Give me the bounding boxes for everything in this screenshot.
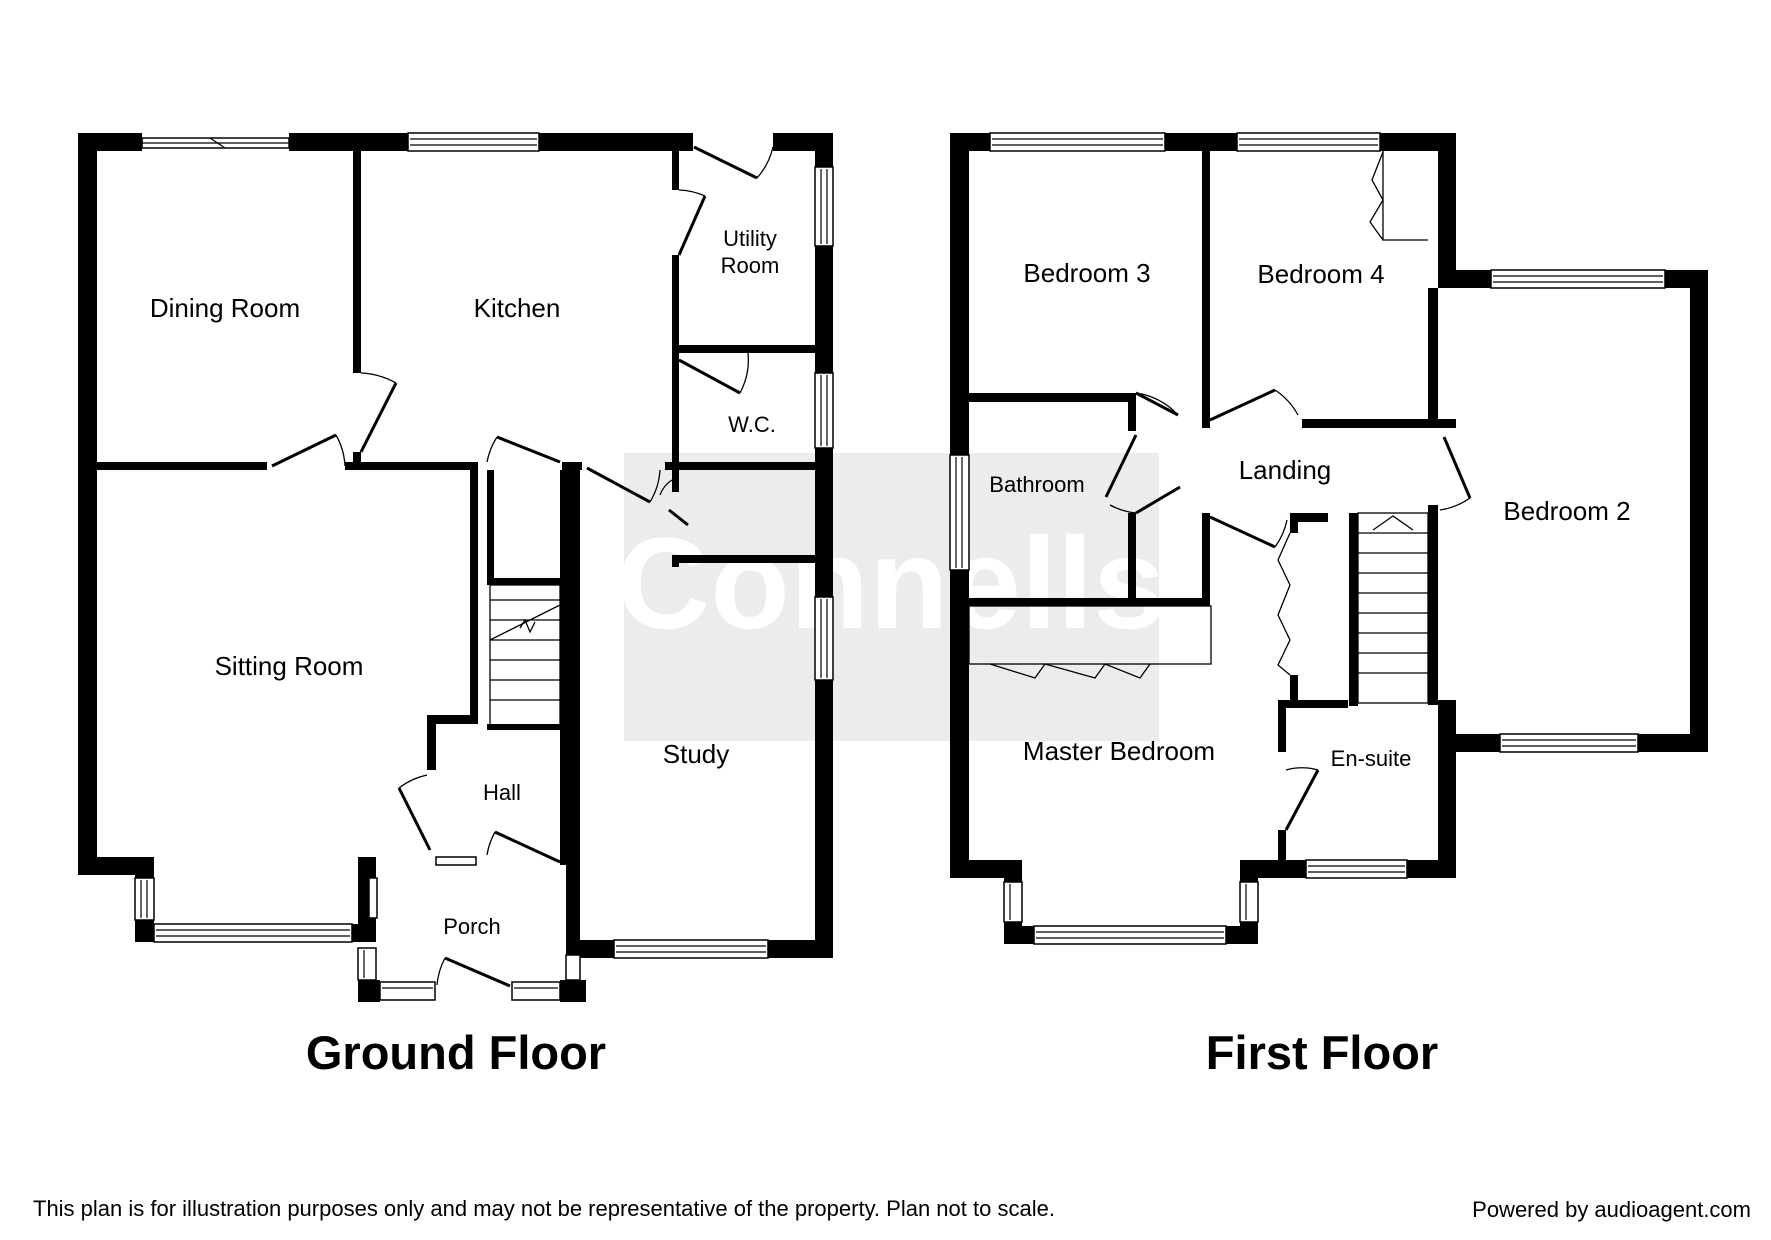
ground-floor-stairs <box>489 584 561 726</box>
room-label-landing: Landing <box>1239 455 1332 485</box>
powered-by-credit: Powered by audioagent.com <box>1472 1197 1751 1222</box>
first-floor-plan: Bedroom 3 Bedroom 4 Bedroom 2 Bathroom L… <box>949 132 1708 1079</box>
first-floor-labels: Bedroom 3 Bedroom 4 Bedroom 2 Bathroom L… <box>989 258 1630 771</box>
ground-floor-title: Ground Floor <box>306 1026 606 1079</box>
watermark-text: Connells <box>617 510 1166 656</box>
first-floor-windows <box>949 132 1666 945</box>
room-label-kitchen: Kitchen <box>474 293 561 323</box>
room-label-porch: Porch <box>443 914 500 939</box>
ground-floor-labels: Dining Room Kitchen Utility Room W.C. Si… <box>150 226 779 939</box>
room-label-bedroom-2: Bedroom 2 <box>1503 496 1630 526</box>
room-label-utility-room-line1: Utility <box>723 226 777 251</box>
ground-floor-plan: Dining Room Kitchen Utility Room W.C. Si… <box>78 132 834 1079</box>
watermark: Connells <box>617 453 1166 741</box>
room-label-study: Study <box>663 739 730 769</box>
first-floor-doors <box>968 150 1472 831</box>
room-label-hall: Hall <box>483 780 521 805</box>
room-label-bedroom-3: Bedroom 3 <box>1023 258 1150 288</box>
ground-floor-walls <box>78 133 833 1002</box>
room-label-sitting-room: Sitting Room <box>215 651 364 681</box>
ground-floor-windows <box>134 132 834 1001</box>
first-floor-stairs <box>1357 512 1429 704</box>
room-label-master-bedroom: Master Bedroom <box>1023 736 1215 766</box>
room-label-bathroom: Bathroom <box>989 472 1084 497</box>
room-label-wc: W.C. <box>728 412 776 437</box>
ground-floor-doors <box>271 145 774 988</box>
room-label-dining-room: Dining Room <box>150 293 300 323</box>
room-label-utility-room-line2: Room <box>721 253 780 278</box>
room-label-en-suite: En-suite <box>1331 746 1412 771</box>
first-floor-title: First Floor <box>1206 1026 1438 1079</box>
room-label-bedroom-4: Bedroom 4 <box>1257 259 1384 289</box>
disclaimer-text: This plan is for illustration purposes o… <box>33 1196 1055 1221</box>
